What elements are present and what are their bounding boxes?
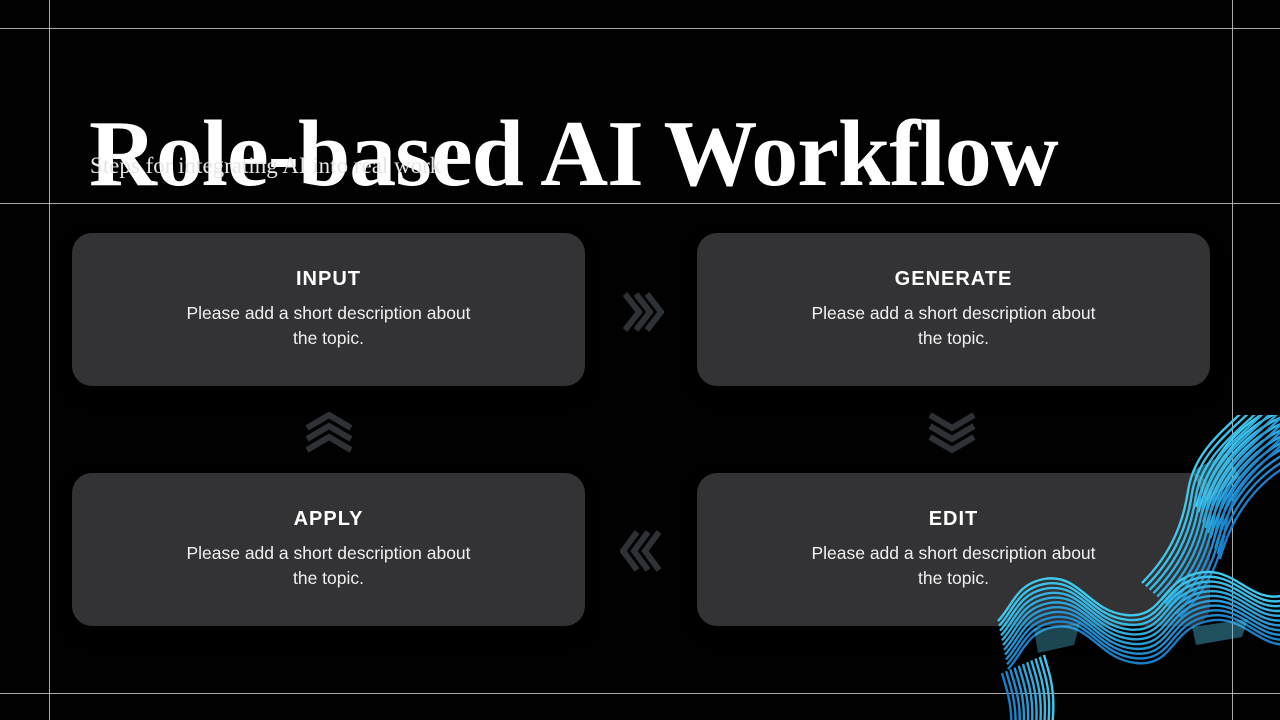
guide-line-vertical-left: [49, 0, 50, 720]
card-apply-title: APPLY: [293, 508, 364, 530]
card-apply[interactable]: APPLY Please add a short description abo…: [72, 473, 585, 626]
guide-line-horizontal-header: [0, 203, 1280, 204]
card-input-description: Please add a short description about the…: [186, 303, 471, 348]
page-title[interactable]: Role-based AI Workflow: [89, 101, 1059, 206]
chevron-left-icon[interactable]: [620, 529, 662, 573]
card-generate[interactable]: GENERATE Please add a short description …: [697, 233, 1210, 386]
chevron-down-icon[interactable]: [927, 412, 977, 454]
card-generate-description: Please add a short description about the…: [811, 303, 1096, 348]
card-apply-description: Please add a short description about the…: [186, 543, 471, 588]
card-generate-title: GENERATE: [894, 268, 1013, 290]
card-edit-title: EDIT: [928, 508, 979, 530]
chevron-right-icon[interactable]: [622, 291, 664, 333]
card-input-title: INPUT: [296, 268, 361, 290]
card-edit[interactable]: EDIT Please add a short description abou…: [697, 473, 1210, 626]
page-subtitle[interactable]: Steps for integrating AI into real work: [90, 153, 442, 178]
guide-line-vertical-right: [1232, 0, 1233, 720]
guide-line-horizontal-top: [0, 28, 1280, 29]
chevron-up-icon[interactable]: [304, 412, 354, 454]
card-input[interactable]: INPUT Please add a short description abo…: [72, 233, 585, 386]
card-edit-description: Please add a short description about the…: [811, 543, 1096, 588]
wave-ribbon-decoration: [997, 415, 1280, 720]
guide-line-horizontal-bottom: [0, 693, 1280, 694]
